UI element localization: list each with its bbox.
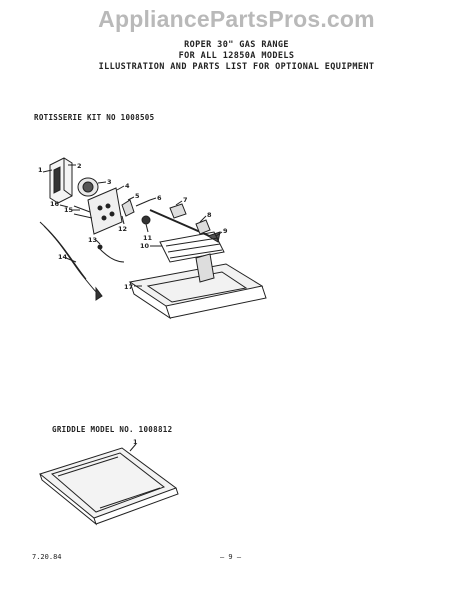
griddle-model-title: GRIDDLE MODEL NO. 1008812	[52, 425, 173, 434]
callout-rotisserie-1: 1	[38, 166, 43, 174]
callout-rotisserie-16: 16	[50, 200, 60, 208]
footer-page-number: – 9 –	[220, 553, 242, 561]
rotisserie-kit-title: ROTISSERIE KIT NO 1008505	[34, 113, 155, 122]
callout-rotisserie-7: 7	[183, 196, 188, 204]
callout-rotisserie-4: 4	[125, 182, 130, 190]
callout-rotisserie-5: 5	[135, 192, 140, 200]
callout-rotisserie-14: 14	[58, 253, 68, 261]
header-line-2: FOR ALL 12850A MODELS	[178, 51, 295, 61]
callout-griddle-1: 1	[133, 438, 138, 446]
callout-rotisserie-13: 13	[88, 236, 97, 244]
callout-rotisserie-17: 17	[124, 283, 133, 291]
callout-rotisserie-3: 3	[107, 178, 112, 186]
header-line-1: ROPER 30" GAS RANGE	[184, 40, 289, 50]
callout-rotisserie-9: 9	[223, 227, 228, 235]
footer-date: 7.20.84	[32, 553, 62, 561]
header-line-3: ILLUSTRATION AND PARTS LIST FOR OPTIONAL…	[98, 62, 375, 72]
callout-rotisserie-6: 6	[157, 194, 162, 202]
watermark: AppliancePartsPros.com	[98, 6, 375, 32]
callout-rotisserie-15: 15	[64, 206, 74, 214]
callout-rotisserie-11: 11	[143, 234, 153, 242]
callout-rotisserie-10: 10	[140, 242, 150, 250]
callout-rotisserie-12: 12	[118, 225, 127, 233]
callout-rotisserie-8: 8	[207, 211, 212, 219]
callout-rotisserie-2: 2	[77, 162, 82, 170]
